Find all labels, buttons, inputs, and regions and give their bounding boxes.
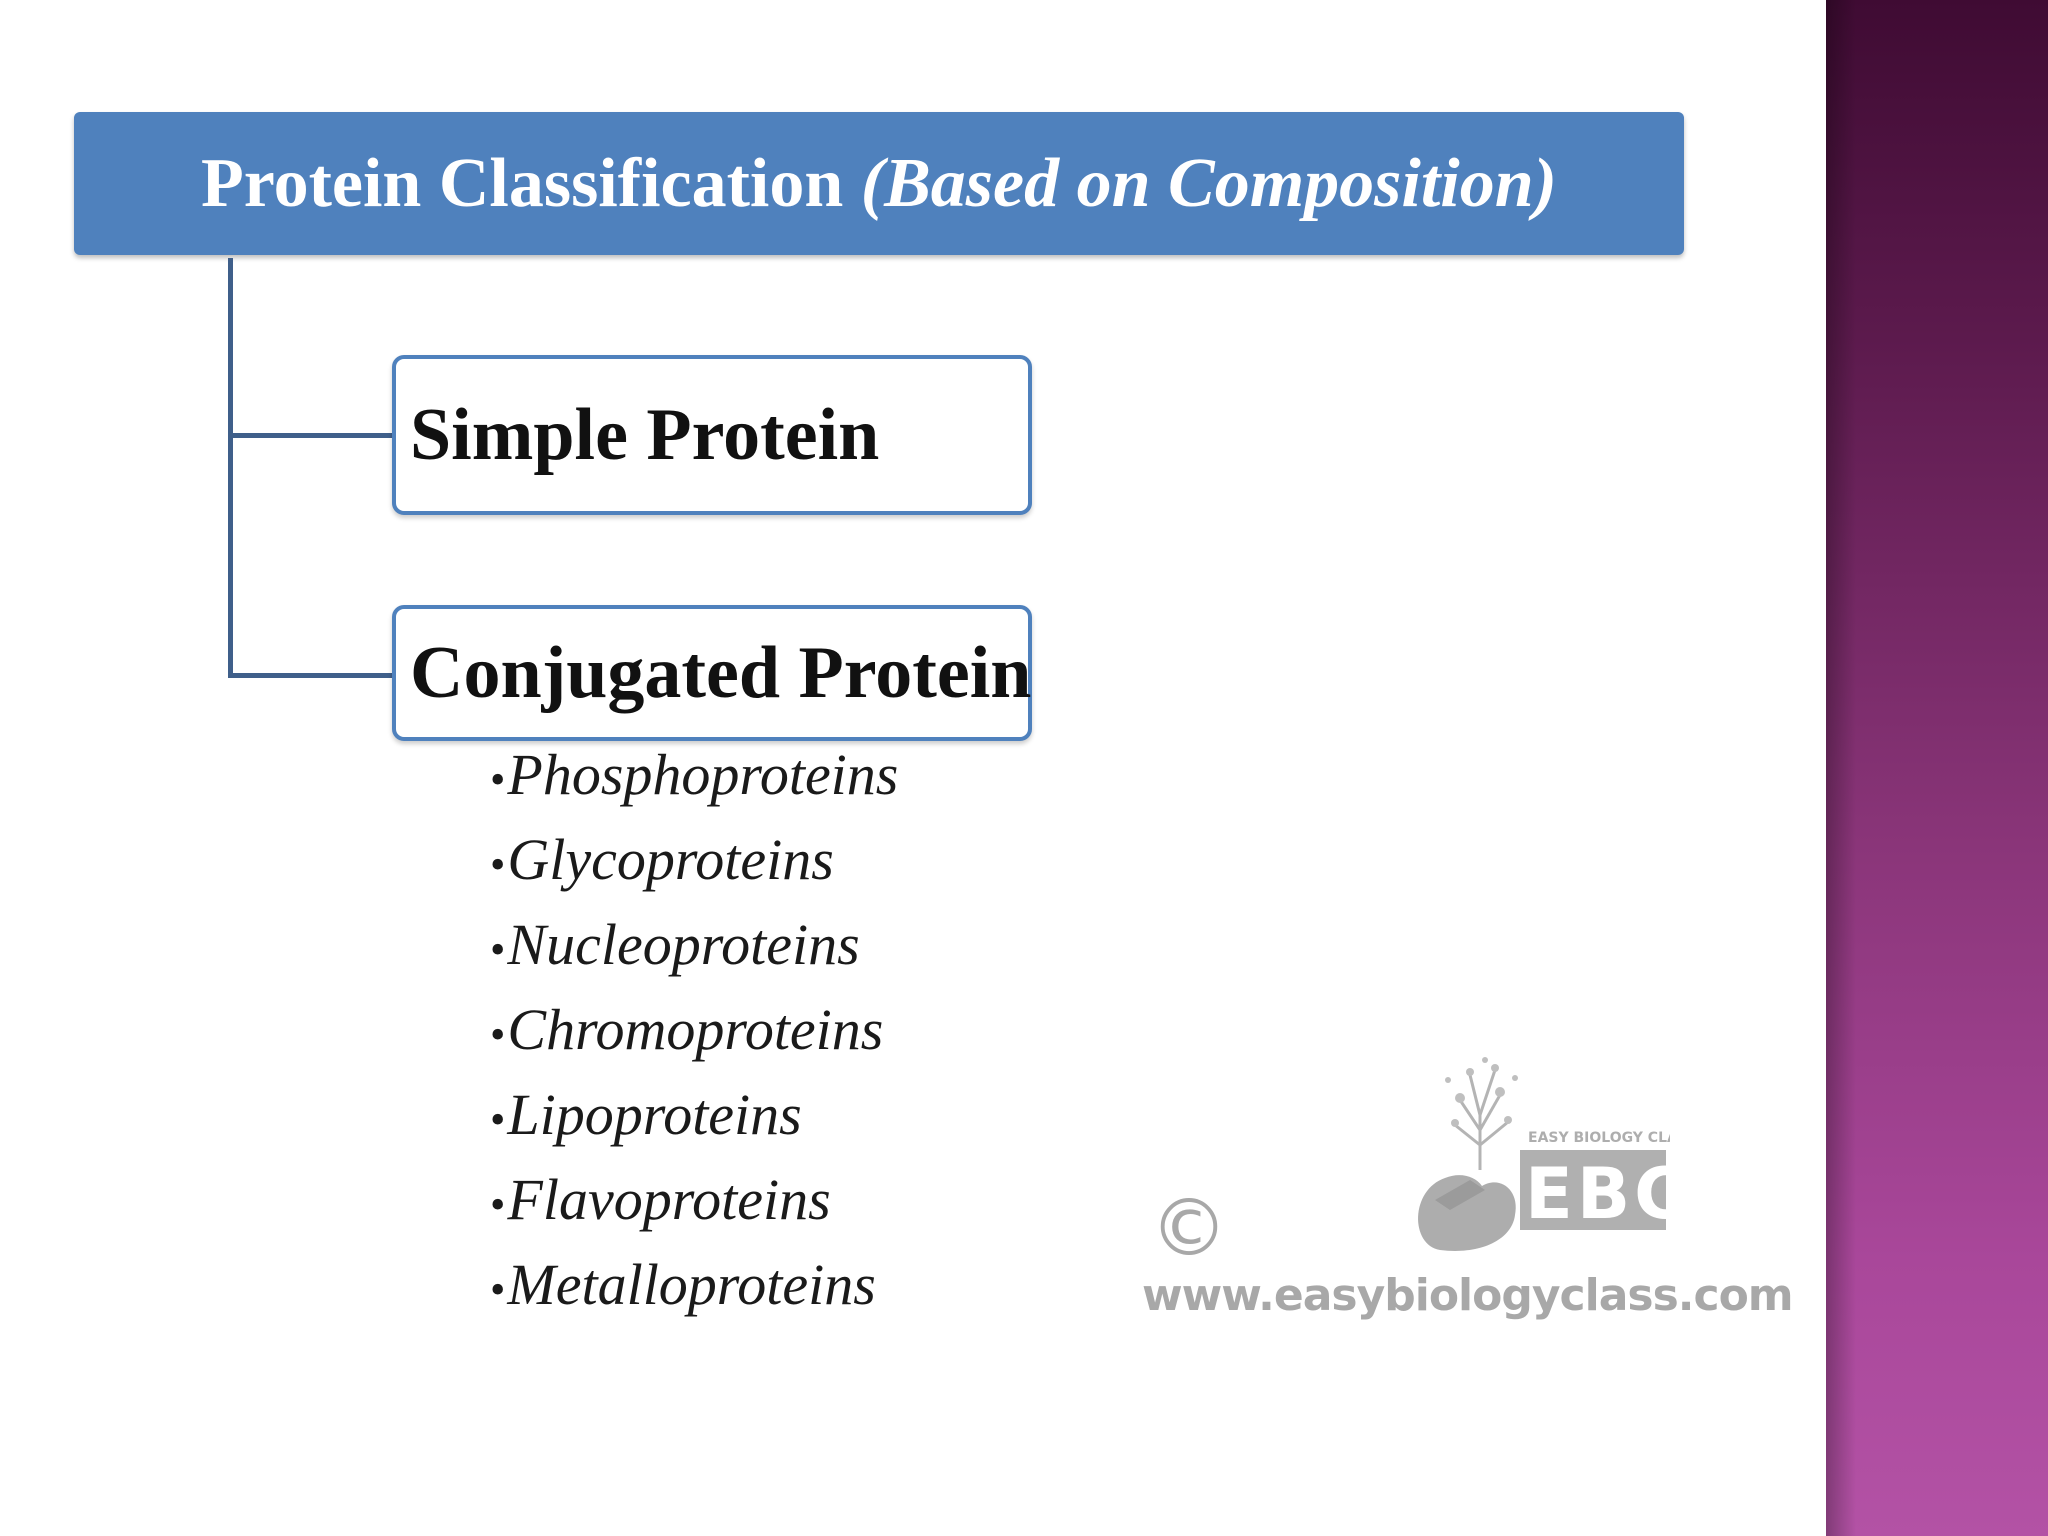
list-item: •Phosphoproteins	[490, 742, 899, 807]
logo-text: EBC	[1525, 1153, 1670, 1235]
slide: Protein Classification (Based on Composi…	[74, 112, 1794, 1340]
connector-branch-conjugated	[228, 673, 394, 678]
copyright-icon: ©	[1150, 1184, 1228, 1274]
connector-branch-simple	[228, 433, 394, 438]
title-sub: (Based on Composition)	[860, 144, 1557, 222]
watermark-url: www.easybiologyclass.com	[1142, 1270, 1794, 1321]
node-label: Conjugated Protein	[410, 631, 1032, 714]
connector-trunk	[228, 258, 233, 678]
bullet-icon: •	[490, 755, 506, 804]
side-band-shade	[1826, 0, 1856, 1536]
bullet-icon: •	[490, 1180, 506, 1229]
bullet-icon: •	[490, 1010, 506, 1059]
list-item: •Nucleoproteins	[490, 912, 860, 977]
bullet-icon: •	[490, 1265, 506, 1314]
bullet-icon: •	[490, 1095, 506, 1144]
bullet-icon: •	[490, 840, 506, 889]
list-item: •Metalloproteins	[490, 1252, 876, 1317]
watermark: © E	[1140, 1050, 1794, 1340]
node-conjugated-protein: Conjugated Protein	[392, 605, 1032, 741]
logo-tagline: EASY BIOLOGY CLASS	[1528, 1130, 1670, 1146]
list-item: •Glycoproteins	[490, 827, 834, 892]
list-item: •Flavoproteins	[490, 1167, 831, 1232]
list-item: •Lipoproteins	[490, 1082, 802, 1147]
title-main: Protein Classification	[201, 144, 844, 222]
diagram-title: Protein Classification (Based on Composi…	[74, 112, 1684, 255]
list-item: •Chromoproteins	[490, 997, 884, 1062]
bullet-icon: •	[490, 925, 506, 974]
node-simple-protein: Simple Protein	[392, 355, 1032, 515]
node-label: Simple Protein	[410, 393, 880, 476]
ebc-logo-icon: EASY BIOLOGY CLASS EBC	[1418, 1057, 1670, 1251]
decorative-side-band	[1826, 0, 2048, 1536]
conjugated-protein-list: •Phosphoproteins •Glycoproteins •Nucleop…	[490, 732, 898, 1327]
